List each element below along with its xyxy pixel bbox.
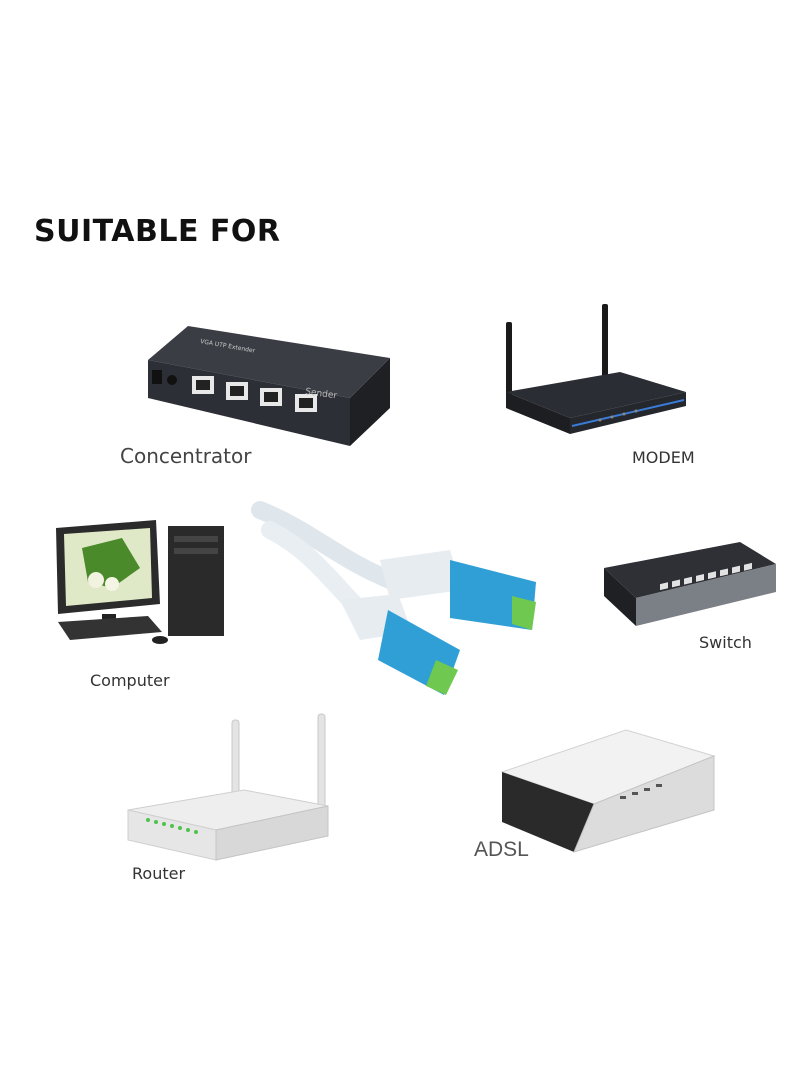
concentrator-image: VGA UTP Extender Sender — [148, 326, 390, 446]
router-image — [127, 713, 329, 861]
modem-image — [506, 304, 686, 434]
router-label: Router — [132, 864, 186, 883]
switch-image — [604, 542, 776, 626]
ethernet-cable-image — [251, 501, 536, 695]
computer-label: Computer — [90, 671, 170, 690]
svg-text:Sender: Sender — [305, 387, 338, 401]
page-heading: SUITABLE FOR — [34, 214, 281, 249]
modem-label: MODEM — [632, 448, 695, 467]
concentrator-label: Concentrator — [120, 444, 252, 468]
adsl-modem-image — [500, 729, 716, 853]
switch-label: Switch — [699, 633, 752, 652]
adsl-label: ADSL — [474, 838, 529, 861]
computer-image — [56, 520, 224, 644]
